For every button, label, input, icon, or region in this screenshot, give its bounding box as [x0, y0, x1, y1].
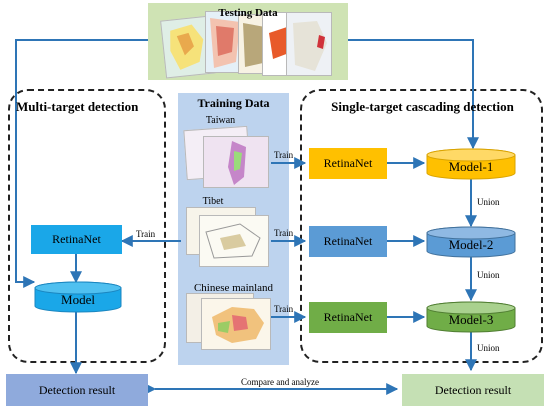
retinanet-box-3: RetinaNet [309, 302, 387, 333]
model-2-label: Model-2 [448, 237, 494, 252]
union-label-3: Union [477, 343, 500, 353]
model-3-label: Model-3 [448, 312, 494, 327]
testing-to-model1-connector [348, 39, 479, 150]
single-target-region [300, 89, 543, 363]
training-data-title: Training Data [197, 96, 270, 110]
testing-map-thumbnail [160, 15, 216, 79]
testing-map-thumbnail [286, 12, 332, 76]
union-label-1: Union [477, 197, 500, 207]
union-label-2: Union [477, 270, 500, 280]
compare-label: Compare and analyze [241, 377, 319, 387]
retinanet-box-multi: RetinaNet [31, 225, 122, 254]
multi-target-title: Multi-target detection [16, 99, 139, 114]
multi-target-region [8, 89, 166, 363]
training-map-thumbnail-taiwan [203, 136, 269, 188]
model-label: Model [61, 292, 95, 307]
train-label-mainland: Train [274, 304, 294, 314]
model-1-label: Model-1 [448, 159, 494, 174]
retinanet-box-2: RetinaNet [309, 226, 387, 257]
training-map-thumbnail-mainland [201, 298, 271, 350]
model-cylinder: Model [34, 281, 122, 313]
train-label-multi: Train [136, 229, 156, 239]
region-label-mainland: Chinese mainland [193, 282, 274, 294]
testing-to-model-connector [15, 39, 148, 288]
model-1-cylinder: Model-1 [426, 148, 516, 180]
train-label-tibet: Train [274, 228, 294, 238]
region-label-taiwan: Taiwan [205, 115, 236, 126]
detection-result-left: Detection result [6, 374, 148, 406]
single-target-title: Single-target cascading detection [331, 99, 514, 114]
model-3-cylinder: Model-3 [426, 301, 516, 333]
retinanet-box-1: RetinaNet [309, 148, 387, 179]
testing-data-title: Testing Data [218, 7, 278, 19]
detection-result-right: Detection result [402, 374, 544, 406]
region-label-tibet: Tibet [202, 196, 224, 207]
training-map-thumbnail-tibet [199, 215, 269, 267]
model-2-cylinder: Model-2 [426, 226, 516, 258]
train-label-taiwan: Train [274, 150, 294, 160]
